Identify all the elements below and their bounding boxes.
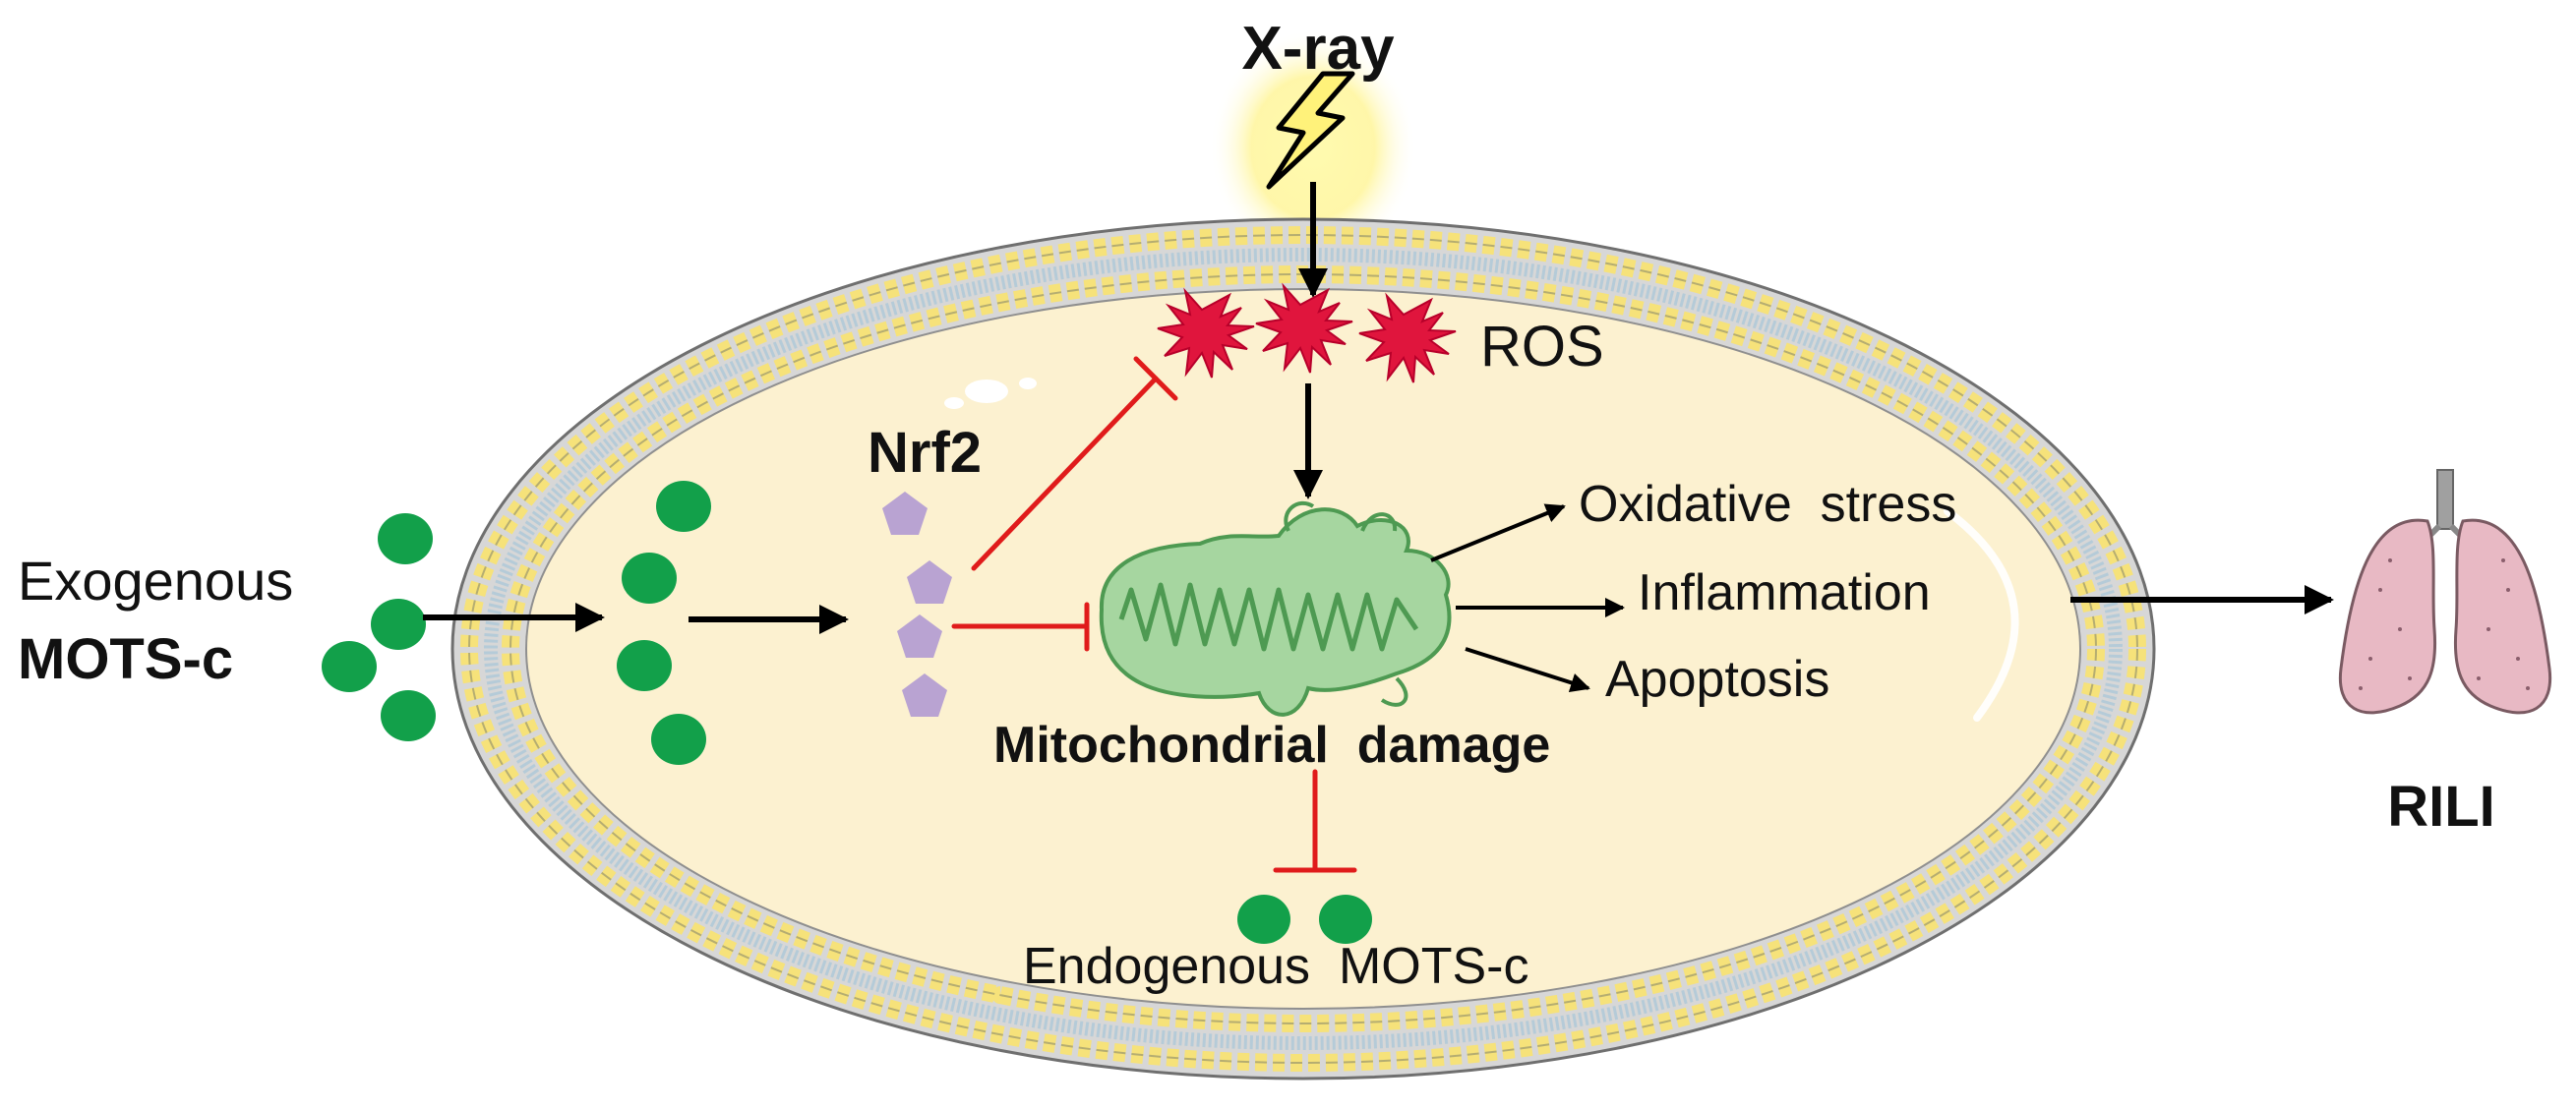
intracellular-mots-c-dots <box>617 481 711 765</box>
ros-star <box>1358 292 1457 383</box>
arrow-to-oxidative-stress <box>1430 503 1566 562</box>
nrf2-pentagon <box>882 492 928 535</box>
nrf2-molecules <box>882 492 952 717</box>
endogenous-label: Endogenous MOTS-c <box>1023 938 1528 995</box>
exogenous-label: Exogenous <box>18 550 293 612</box>
inflammation-label: Inflammation <box>1638 564 1931 621</box>
oxidative-stress-label: Oxidative stress <box>1579 476 1956 533</box>
nrf2-label: Nrf2 <box>868 421 982 485</box>
lightning-bolt-icon <box>1266 71 1355 190</box>
endogenous-mots-c-dots <box>1237 895 1372 944</box>
nrf2-inhibits-mito <box>951 602 1090 652</box>
ros-star <box>1255 282 1353 374</box>
ros-label: ROS <box>1480 315 1604 379</box>
mito-damage-label: Mitochondrial damage <box>993 717 1550 774</box>
mots-c-label: MOTS-c <box>18 627 233 691</box>
rili-label: RILI <box>2387 775 2495 839</box>
ros-star <box>1157 287 1255 379</box>
mitochondrion-icon <box>1099 500 1452 717</box>
ros-molecules <box>1157 282 1457 383</box>
arrow-to-apoptosis <box>1465 647 1590 693</box>
nrf2-pentagon <box>897 614 942 658</box>
cytoplasm-highlight <box>1944 507 2019 722</box>
highlight-bubbles <box>944 378 1037 409</box>
mito-inhibits-endogenous <box>1273 769 1357 873</box>
xray-label: X-ray <box>1241 15 1395 83</box>
nrf2-pentagon <box>907 560 952 604</box>
nrf2-pentagon <box>902 673 947 717</box>
exogenous-mots-c-dots <box>322 513 436 741</box>
apoptosis-label: Apoptosis <box>1605 651 1829 708</box>
nrf2-inhibits-ros <box>971 356 1178 571</box>
lungs-icon <box>2338 469 2552 715</box>
